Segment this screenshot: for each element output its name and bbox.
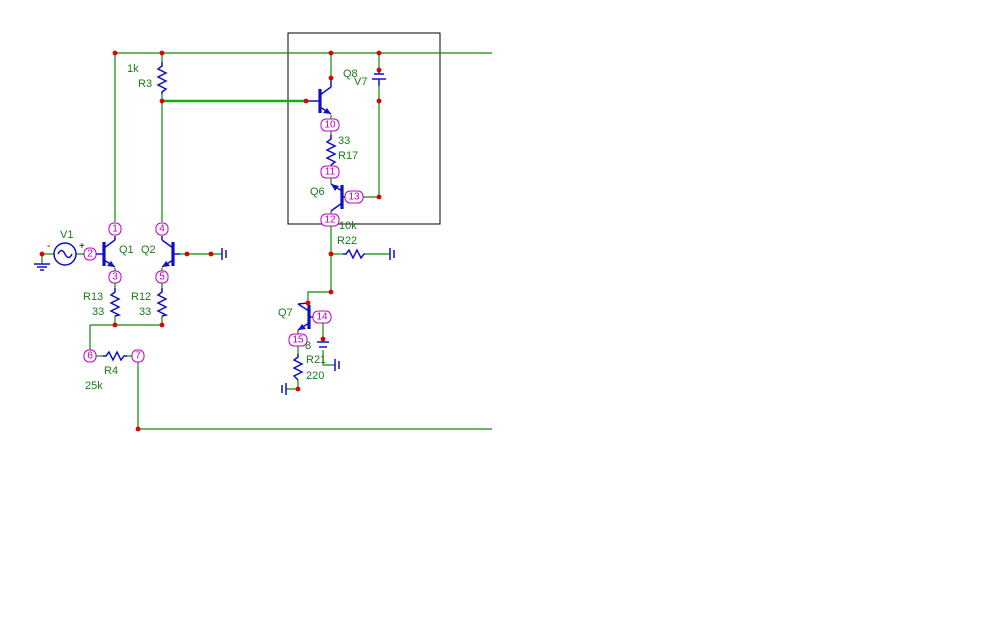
subcircuit-box[interactable]	[287, 32, 441, 225]
r17-name-label: R17	[338, 150, 358, 162]
node-marker-1[interactable]: 1	[108, 222, 122, 236]
r12-name-label: R12	[131, 291, 151, 303]
v7-battery[interactable]	[372, 70, 386, 86]
r13-value-label: 33	[92, 306, 104, 318]
svg-text:1: 1	[112, 224, 118, 235]
node-marker-13[interactable]: 13	[344, 190, 364, 204]
v8-stray-label: 8	[305, 340, 311, 352]
junctions	[39, 50, 382, 432]
ground-v1	[34, 263, 50, 271]
v8-battery[interactable]	[317, 341, 329, 348]
svg-text:11: 11	[325, 167, 336, 178]
r21-name-label: R21	[306, 354, 326, 366]
ground-r22	[389, 248, 395, 260]
r22-value-label: 10k	[339, 220, 357, 232]
node-marker-15[interactable]: 15	[288, 333, 308, 347]
v7-to-q6-base-wire[interactable]	[346, 86, 380, 198]
r4-value-label: 25k	[85, 380, 103, 392]
r4-name-label: R4	[104, 365, 118, 377]
r21-resistor[interactable]	[292, 354, 304, 381]
ground-r21	[281, 383, 287, 395]
node-marker-4[interactable]: 4	[155, 222, 169, 236]
node-marker-3[interactable]: 3	[108, 270, 122, 284]
node-marker-12[interactable]: 12	[320, 213, 340, 227]
q1-label: Q1	[119, 244, 134, 256]
svg-text:2: 2	[87, 249, 93, 260]
node-marker-5[interactable]: 5	[155, 270, 169, 284]
svg-text:15: 15	[292, 335, 304, 346]
v1-minus-sign: -	[47, 241, 50, 252]
svg-text:13: 13	[348, 192, 360, 203]
v1-plus-sign: +	[79, 241, 85, 252]
svg-text:5: 5	[159, 272, 165, 283]
r12-resistor[interactable]	[156, 288, 169, 317]
svg-text:14: 14	[316, 312, 328, 323]
r4-resistor[interactable]	[103, 350, 127, 362]
q6-transistor[interactable]	[330, 183, 346, 212]
q8-label: Q8	[343, 68, 358, 80]
r21-value-label: 220	[306, 370, 324, 382]
svg-text:4: 4	[159, 224, 165, 235]
r3-resistor[interactable]	[156, 62, 168, 94]
r3-value-label: 1k	[127, 63, 139, 75]
resistors	[103, 62, 365, 381]
output-node-wire[interactable]	[307, 211, 332, 303]
q7-transistor[interactable]	[297, 302, 316, 331]
svg-text:3: 3	[112, 272, 118, 283]
svg-text:7: 7	[135, 351, 141, 362]
r22-name-label: R22	[337, 235, 357, 247]
r13-resistor[interactable]	[109, 288, 122, 317]
svg-text:6: 6	[87, 351, 93, 362]
r22-resistor[interactable]	[343, 248, 365, 260]
q8-transistor[interactable]	[306, 78, 332, 115]
q1-transistor[interactable]	[96, 236, 116, 268]
v7-label: V7	[354, 76, 367, 88]
node-marker-10[interactable]: 10	[320, 118, 340, 132]
q6-label: Q6	[310, 186, 325, 198]
node-marker-7[interactable]: 7	[131, 349, 145, 363]
ground-v8	[334, 359, 340, 371]
q2-label: Q2	[141, 244, 156, 256]
r12-value-label: 33	[139, 306, 151, 318]
component-labels: V1 - + Q1 Q2 1k R3 R13 33 R12 33 R4 25k …	[47, 63, 367, 392]
r13-name-label: R13	[83, 291, 103, 303]
svg-text:12: 12	[324, 215, 336, 226]
v1-sine-source[interactable]	[53, 242, 77, 266]
q7-label: Q7	[278, 307, 293, 319]
node-marker-11[interactable]: 11	[320, 165, 340, 179]
v1-label: V1	[60, 229, 73, 241]
node-marker-14[interactable]: 14	[312, 310, 332, 324]
svg-text:10: 10	[324, 120, 336, 131]
node-marker-6[interactable]: 6	[83, 349, 97, 363]
node-marker-2[interactable]: 2	[83, 247, 97, 261]
r3-name-label: R3	[138, 78, 152, 90]
q2-transistor[interactable]	[161, 236, 180, 268]
ground-q2-base	[221, 248, 227, 260]
r17-value-label: 33	[338, 135, 350, 147]
r17-resistor[interactable]	[325, 135, 337, 166]
